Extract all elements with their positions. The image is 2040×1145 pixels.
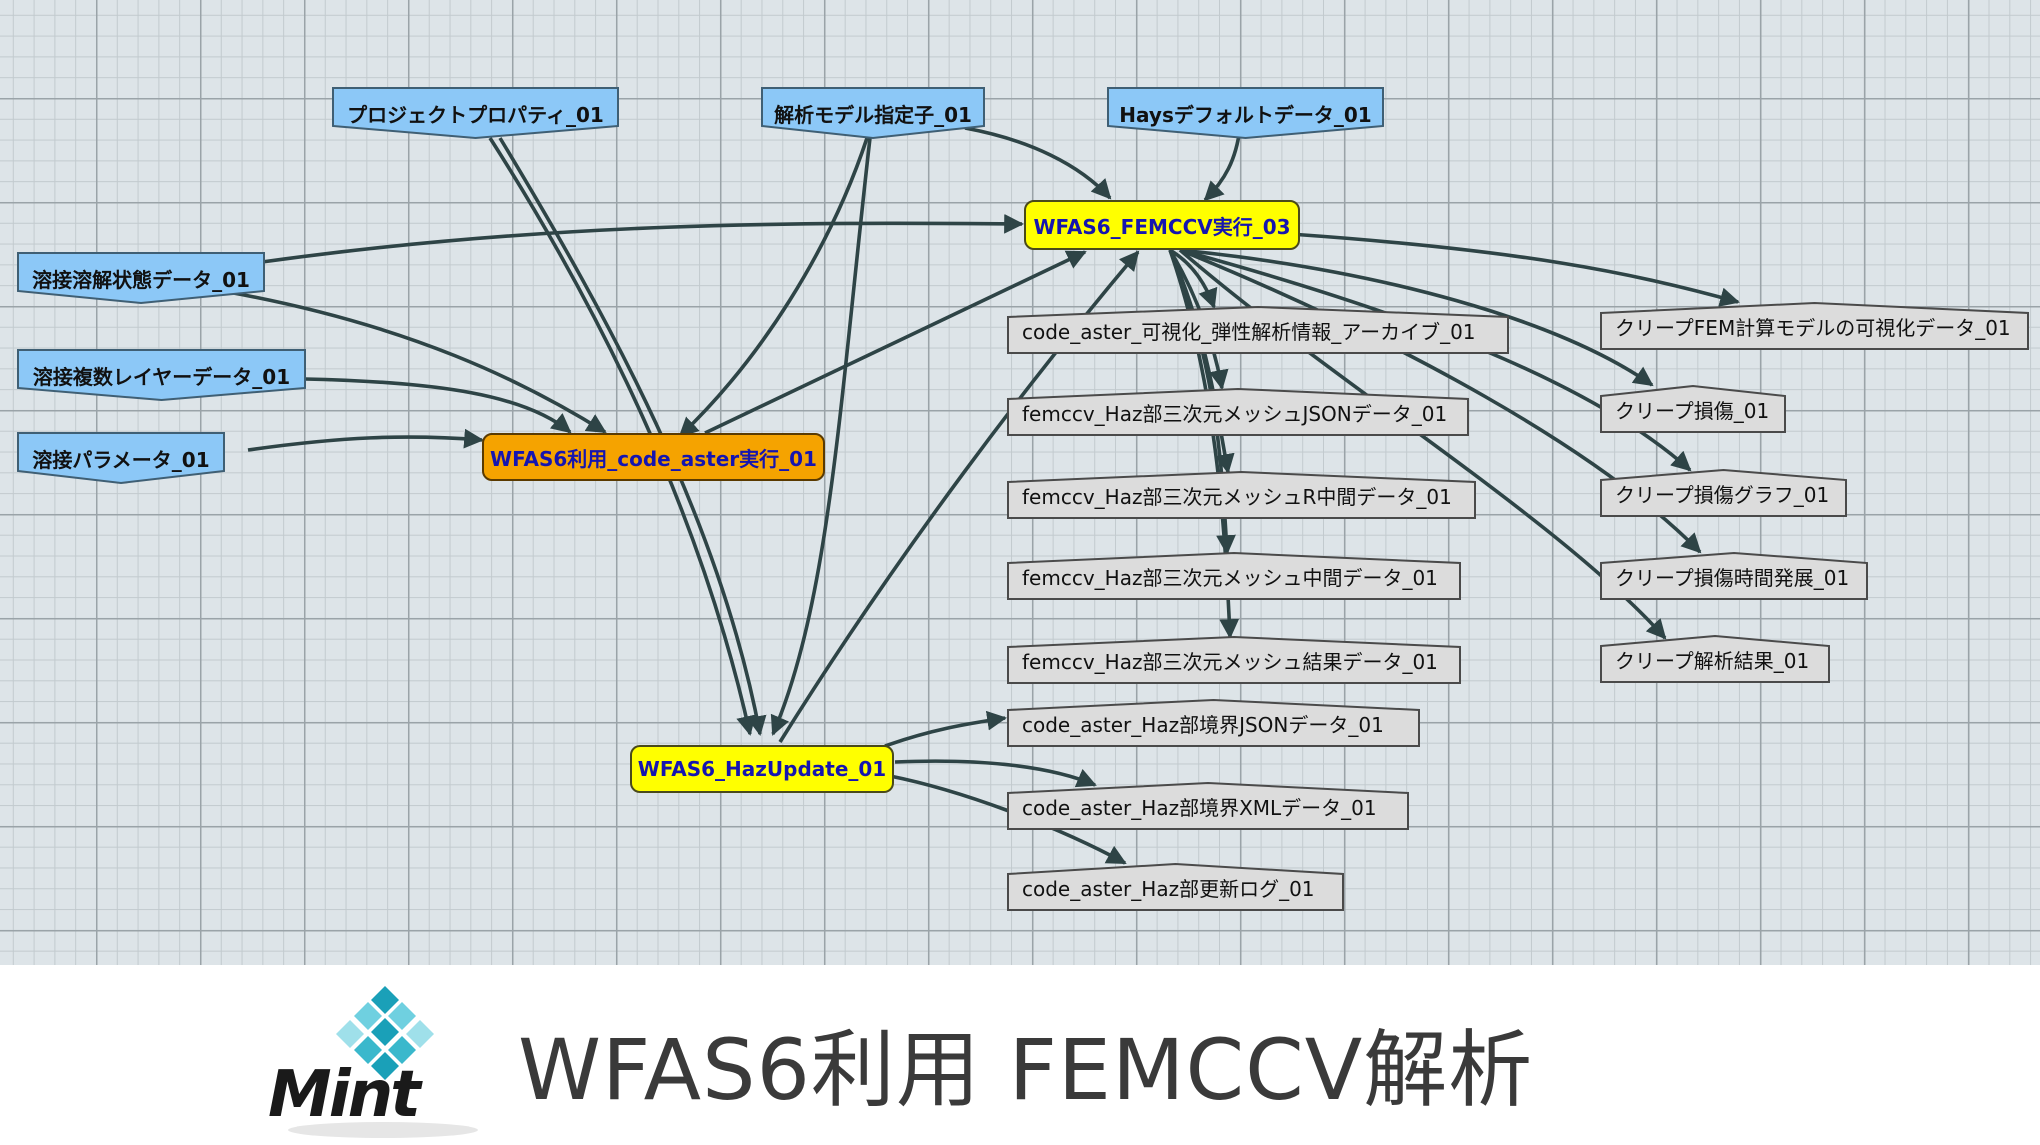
output-node-ca-haz-xml[interactable]: code_aster_Haz部境界XMLデータ_01 — [1007, 781, 1409, 830]
edge-weld-multi-to-codeaster — [304, 377, 572, 434]
node-label: クリープ損傷グラフ_01 — [1615, 482, 1830, 507]
input-node-weld-multilayer[interactable]: 溶接複数レイヤーデータ_01 — [17, 349, 306, 402]
edge-weld-melt-to-codeaster — [227, 290, 607, 434]
output-node-femccv-json[interactable]: femccv_Haz部三次元メッシュJSONデータ_01 — [1007, 387, 1469, 436]
node-label: クリープ解析結果_01 — [1615, 648, 1810, 673]
output-node-femccv-result[interactable]: femccv_Haz部三次元メッシュ結果データ_01 — [1007, 635, 1461, 684]
output-node-femccv-mid[interactable]: femccv_Haz部三次元メッシュ中間データ_01 — [1007, 551, 1461, 600]
output-node-ca-haz-json[interactable]: code_aster_Haz部境界JSONデータ_01 — [1007, 698, 1420, 747]
mint-logo: Mint — [268, 980, 498, 1140]
output-node-creep-damage[interactable]: クリープ損傷_01 — [1600, 384, 1786, 433]
output-node-creep-result[interactable]: クリープ解析結果_01 — [1600, 634, 1830, 683]
node-label: 溶接複数レイヤーデータ_01 — [32, 364, 291, 389]
output-node-creep-damage-graph[interactable]: クリープ損傷グラフ_01 — [1600, 468, 1847, 517]
edge-weld-melt-to-femccv — [261, 213, 1024, 264]
edge-model-spec-to-femccv — [964, 126, 1112, 200]
process-node-haz-update[interactable]: WFAS6_HazUpdate_01 — [630, 745, 894, 793]
mint-logo-icon — [288, 986, 478, 1138]
node-label: code_aster_Haz部更新ログ_01 — [1022, 876, 1315, 901]
edge-hazupdate-to-femccv — [778, 250, 1140, 743]
node-label: WFAS6_FEMCCV実行_03 — [1033, 214, 1291, 239]
node-label: Haysデフォルトデータ_01 — [1119, 102, 1372, 127]
node-label: code_aster_可視化_弾性解析情報_アーカイブ_01 — [1022, 319, 1476, 344]
node-label: code_aster_Haz部境界XMLデータ_01 — [1022, 795, 1377, 820]
edge-femccv-to-creep-fem — [1289, 232, 1740, 307]
input-node-model-spec[interactable]: 解析モデル指定子_01 — [761, 87, 985, 140]
node-label: クリープFEM計算モデルの可視化データ_01 — [1615, 315, 2011, 340]
node-label: 解析モデル指定子_01 — [774, 102, 972, 127]
process-node-femccv-exec[interactable]: WFAS6_FEMCCV実行_03 — [1024, 200, 1300, 250]
edge-model-spec-to-codeaster — [678, 137, 869, 438]
footer-banner: Mint WFAS6利用 FEMCCV解析 — [0, 965, 2040, 1145]
edge-project-to-hazupdate-1 — [488, 137, 756, 736]
edge-project-to-hazupdate-2 — [498, 137, 767, 736]
page-title: WFAS6利用 FEMCCV解析 — [518, 1021, 1534, 1119]
edge-hazupdate-to-json — [884, 710, 1007, 748]
node-label: WFAS6利用_code_aster実行_01 — [490, 446, 817, 471]
edge-femccv-to-ca-archive — [1169, 248, 1218, 309]
node-label: プロジェクトプロパティ_01 — [347, 102, 604, 127]
edge-hays-to-femccv — [1203, 127, 1242, 202]
workflow-canvas[interactable]: プロジェクトプロパティ_01 解析モデル指定子_01 Haysデフォルトデータ_… — [0, 0, 2040, 965]
input-node-hays-default[interactable]: Haysデフォルトデータ_01 — [1107, 87, 1384, 140]
node-label: 溶接パラメータ_01 — [32, 447, 210, 472]
input-node-weld-melt-state[interactable]: 溶接溶解状態データ_01 — [17, 252, 265, 305]
output-node-ca-visual-archive[interactable]: code_aster_可視化_弾性解析情報_アーカイブ_01 — [1007, 305, 1509, 354]
edge-femccv-to-creep-damage — [1179, 248, 1654, 387]
node-label: WFAS6_HazUpdate_01 — [637, 757, 887, 781]
node-label: femccv_Haz部三次元メッシュJSONデータ_01 — [1022, 401, 1448, 426]
output-node-creep-damage-time[interactable]: クリープ損傷時間発展_01 — [1600, 551, 1868, 600]
process-node-code-aster-exec[interactable]: WFAS6利用_code_aster実行_01 — [482, 433, 825, 481]
output-node-ca-haz-log[interactable]: code_aster_Haz部更新ログ_01 — [1007, 862, 1344, 911]
node-label: femccv_Haz部三次元メッシュ結果データ_01 — [1022, 649, 1438, 674]
node-label: クリープ損傷時間発展_01 — [1615, 565, 1850, 590]
output-node-creep-fem-vis[interactable]: クリープFEM計算モデルの可視化データ_01 — [1600, 301, 2029, 350]
edge-hazupdate-to-xml — [894, 759, 1097, 788]
node-label: クリープ損傷_01 — [1615, 398, 1770, 423]
edge-model-spec-to-hazupdate — [770, 137, 872, 736]
node-label: femccv_Haz部三次元メッシュR中間データ_01 — [1022, 484, 1452, 509]
edge-codeaster-to-femccv — [704, 250, 1087, 435]
node-label: femccv_Haz部三次元メッシュ中間データ_01 — [1022, 565, 1438, 590]
node-label: code_aster_Haz部境界JSONデータ_01 — [1022, 712, 1384, 737]
output-node-femccv-r[interactable]: femccv_Haz部三次元メッシュR中間データ_01 — [1007, 470, 1476, 519]
edge-weld-param-to-codeaster — [247, 428, 484, 452]
input-node-weld-param[interactable]: 溶接パラメータ_01 — [17, 432, 225, 485]
node-label: 溶接溶解状態データ_01 — [32, 267, 250, 292]
logo-text: Mint — [268, 1058, 421, 1132]
input-node-project-property[interactable]: プロジェクトプロパティ_01 — [332, 87, 619, 140]
